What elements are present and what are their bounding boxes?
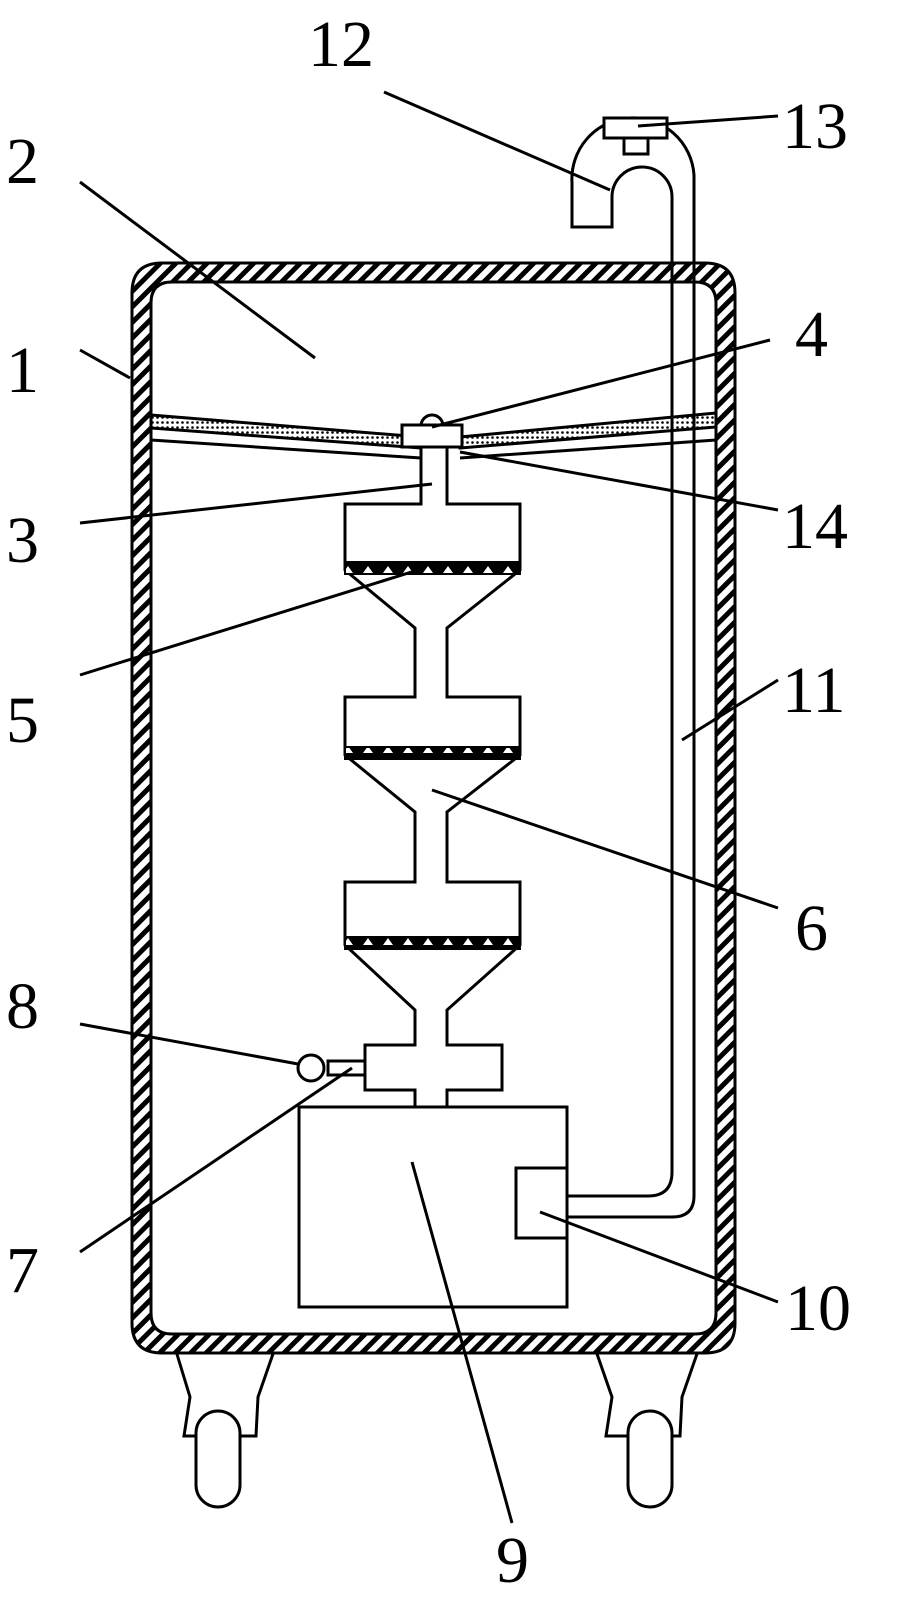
callout-1: 1 — [6, 334, 39, 407]
pump — [514, 1166, 569, 1240]
callout-12: 12 — [308, 8, 374, 81]
callout-11: 11 — [782, 654, 846, 727]
filter-layer-middle — [344, 746, 521, 760]
leader-3 — [79, 482, 433, 525]
left-caster — [174, 1350, 276, 1509]
leader-11 — [681, 678, 779, 742]
housing-wall — [130, 261, 737, 1355]
leader-4 — [431, 338, 771, 429]
leader-7 — [79, 1066, 353, 1254]
callout-8: 8 — [6, 970, 39, 1043]
callout-4: 4 — [795, 298, 828, 371]
leader-2 — [79, 180, 316, 360]
leader-1 — [79, 348, 131, 380]
faucet-cap — [602, 116, 669, 140]
leader-14 — [459, 450, 779, 512]
adjust-knob — [400, 413, 464, 449]
leader-10 — [539, 1210, 779, 1304]
leader-12 — [383, 90, 611, 192]
filter-layer-upper — [344, 561, 521, 575]
callout-14: 14 — [782, 490, 848, 563]
leader-8 — [79, 1022, 299, 1066]
leader-lines — [79, 90, 779, 1524]
callout-10: 10 — [785, 1272, 851, 1345]
callout-9: 9 — [496, 1524, 529, 1597]
filter-column — [343, 448, 522, 1107]
callout-labels: 1 2 3 4 5 6 7 8 9 10 11 12 13 14 — [6, 8, 851, 1597]
leader-9 — [410, 1161, 514, 1524]
outlet-pipe — [567, 116, 696, 1219]
callout-13: 13 — [782, 90, 848, 163]
filter-layer-lower — [344, 936, 521, 950]
callout-2: 2 — [6, 125, 39, 198]
leader-5 — [79, 568, 419, 677]
callout-6: 6 — [795, 892, 828, 965]
callout-7: 7 — [6, 1234, 39, 1307]
callout-5: 5 — [6, 684, 39, 757]
right-caster — [594, 1350, 700, 1509]
leader-13 — [637, 114, 779, 128]
valve — [296, 1053, 367, 1083]
leader-6 — [431, 788, 779, 910]
callout-3: 3 — [6, 504, 39, 577]
